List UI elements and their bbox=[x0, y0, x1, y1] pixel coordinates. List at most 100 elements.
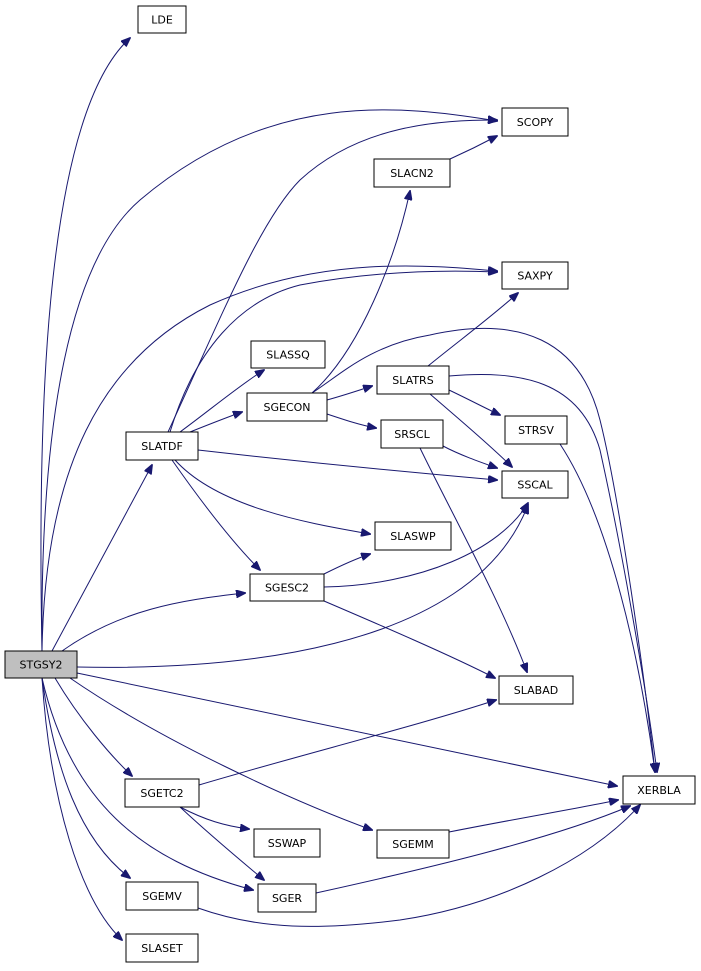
node-slatrs[interactable]: SLATRS bbox=[376, 365, 450, 395]
node-label: SGECON bbox=[263, 401, 310, 414]
node-slassq[interactable]: SLASSQ bbox=[250, 340, 326, 369]
node-box bbox=[125, 933, 199, 963]
edge-slatrs-to-xerbla bbox=[448, 374, 657, 772]
node-label: SLASWP bbox=[390, 530, 436, 543]
node-slaset[interactable]: SLASET bbox=[125, 933, 199, 963]
node-box bbox=[246, 392, 328, 422]
node-label: SGEMV bbox=[142, 890, 182, 903]
node-strsv[interactable]: STRSV bbox=[504, 415, 568, 445]
node-sgecon[interactable]: SGECON bbox=[246, 392, 328, 422]
node-box bbox=[501, 261, 569, 290]
edge-stgsy2-to-slatdf bbox=[51, 465, 152, 652]
node-sger[interactable]: SGER bbox=[257, 883, 317, 913]
node-box bbox=[380, 419, 444, 449]
node-box bbox=[501, 470, 569, 499]
edge-sgesc2-to-sscal bbox=[323, 503, 528, 588]
edge-stgsy2-to-saxpy bbox=[41, 265, 497, 652]
edge-sgecon-to-xerbla bbox=[311, 328, 655, 772]
edges-layer bbox=[40, 38, 657, 940]
node-label: SLASET bbox=[141, 942, 183, 955]
edge-stgsy2-to-lde bbox=[40, 38, 130, 652]
node-label: SRSCL bbox=[394, 428, 430, 441]
node-box bbox=[253, 828, 321, 858]
node-box bbox=[250, 340, 326, 369]
node-stgsy2[interactable]: STGSY2 bbox=[4, 650, 78, 679]
edge-slatrs-to-sscal bbox=[429, 393, 512, 467]
edge-stgsy2-to-slaset bbox=[41, 677, 122, 940]
node-label: SLATDF bbox=[141, 440, 183, 453]
edge-sgemm-to-xerbla bbox=[448, 800, 618, 833]
node-box bbox=[249, 573, 325, 602]
node-label: LDE bbox=[151, 14, 173, 27]
node-label: SLACN2 bbox=[390, 167, 434, 180]
node-sgetc2[interactable]: SGETC2 bbox=[124, 778, 200, 808]
node-sgesc2[interactable]: SGESC2 bbox=[249, 573, 325, 602]
node-sswap[interactable]: SSWAP bbox=[253, 828, 321, 858]
node-label: SSCAL bbox=[517, 479, 553, 492]
node-box bbox=[498, 675, 574, 705]
node-label: SSWAP bbox=[268, 837, 307, 850]
node-sscal[interactable]: SSCAL bbox=[501, 470, 569, 499]
edge-sgecon-to-slacn2 bbox=[311, 191, 410, 394]
node-slacn2[interactable]: SLACN2 bbox=[373, 158, 451, 188]
node-box bbox=[124, 778, 200, 808]
edge-sger-to-xerbla bbox=[315, 806, 630, 894]
node-xerbla[interactable]: XERBLA bbox=[622, 775, 696, 805]
node-label: SCOPY bbox=[517, 116, 554, 129]
edge-stgsy2-to-sgesc2 bbox=[61, 593, 245, 652]
edge-slatdf-to-saxpy bbox=[169, 271, 497, 433]
node-box bbox=[4, 650, 78, 679]
node-saxpy[interactable]: SAXPY bbox=[501, 261, 569, 290]
edge-srscl-to-slabad bbox=[419, 447, 527, 672]
node-label: XERBLA bbox=[637, 784, 681, 797]
node-box bbox=[257, 883, 317, 913]
edge-sgesc2-to-slaswp bbox=[323, 554, 370, 575]
node-label: SGER bbox=[272, 892, 302, 905]
node-box bbox=[376, 365, 450, 395]
node-sgemv[interactable]: SGEMV bbox=[125, 881, 199, 911]
node-lde[interactable]: LDE bbox=[137, 5, 187, 34]
node-sgemm[interactable]: SGEMM bbox=[376, 829, 450, 859]
node-box bbox=[376, 829, 450, 859]
edge-sgecon-to-srscl bbox=[326, 413, 376, 428]
node-label: STGSY2 bbox=[20, 659, 63, 672]
node-box bbox=[374, 521, 452, 551]
node-label: SGETC2 bbox=[140, 787, 183, 800]
node-box bbox=[125, 431, 199, 461]
node-box bbox=[137, 5, 187, 34]
node-box bbox=[125, 881, 199, 911]
node-srscl[interactable]: SRSCL bbox=[380, 419, 444, 449]
edge-slatrs-to-strsv bbox=[448, 389, 500, 415]
edge-stgsy2-to-scopy bbox=[41, 109, 497, 652]
node-slabad[interactable]: SLABAD bbox=[498, 675, 574, 705]
edge-stgsy2-to-xerbla bbox=[76, 672, 617, 786]
edge-slatdf-to-scopy bbox=[167, 120, 497, 433]
node-slaswp[interactable]: SLASWP bbox=[374, 521, 452, 551]
node-label: SLABAD bbox=[514, 684, 558, 697]
edge-slacn2-to-scopy bbox=[449, 136, 497, 160]
edge-stgsy2-to-sscal bbox=[76, 505, 528, 668]
node-box bbox=[373, 158, 451, 188]
edge-slatrs-to-saxpy bbox=[427, 293, 518, 367]
edge-srscl-to-sscal bbox=[442, 445, 497, 468]
node-box bbox=[622, 775, 696, 805]
edge-sgetc2-to-slabad bbox=[198, 700, 496, 786]
edge-stgsy2-to-sgemv bbox=[41, 677, 130, 878]
edge-sgetc2-to-sswap bbox=[179, 806, 249, 829]
edge-sgetc2-to-sger bbox=[179, 806, 264, 880]
edge-slatdf-to-slaswp bbox=[174, 459, 370, 534]
node-label: SAXPY bbox=[517, 270, 553, 283]
node-box bbox=[504, 415, 568, 445]
node-slatdf[interactable]: SLATDF bbox=[125, 431, 199, 461]
edge-slatdf-to-slassq bbox=[179, 370, 264, 433]
edge-stgsy2-to-sger bbox=[41, 677, 253, 890]
edge-stgsy2-to-sgetc2 bbox=[54, 677, 132, 776]
edge-slatdf-to-sgecon bbox=[189, 412, 242, 433]
node-scopy[interactable]: SCOPY bbox=[501, 107, 569, 137]
edge-slatdf-to-sgesc2 bbox=[171, 459, 260, 570]
edge-strsv-to-xerbla bbox=[559, 443, 655, 772]
edge-sgemv-to-xerbla bbox=[197, 805, 640, 927]
node-label: SGESC2 bbox=[265, 582, 309, 595]
